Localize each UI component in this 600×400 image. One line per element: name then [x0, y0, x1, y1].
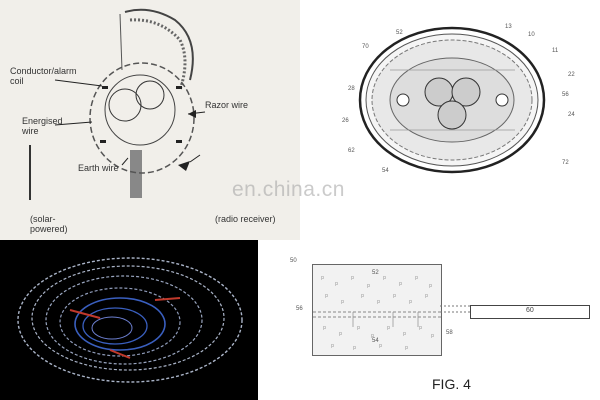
razor-wire-diagram: Conductor/alarm coil Energised wire Razo… — [0, 0, 300, 240]
svg-text:p: p — [429, 283, 432, 289]
svg-text:p: p — [341, 299, 344, 305]
cable-cross-section-drawing — [358, 26, 546, 174]
ref-72: 72 — [562, 160, 569, 166]
svg-text:p: p — [419, 325, 422, 331]
svg-text:p: p — [321, 275, 324, 281]
svg-text:p: p — [371, 333, 374, 339]
watermark: en.china.cn — [232, 178, 345, 201]
svg-text:p: p — [415, 275, 418, 281]
svg-text:p: p — [399, 281, 402, 287]
ref-50: 50 — [290, 258, 297, 264]
label-conductor-coil: Conductor/alarm coil — [10, 66, 77, 86]
ref-26: 26 — [342, 118, 349, 124]
svg-text:p: p — [335, 281, 338, 287]
svg-text:p: p — [367, 283, 370, 289]
svg-text:p: p — [425, 293, 428, 299]
svg-text:p: p — [331, 343, 334, 349]
svg-text:p: p — [383, 275, 386, 281]
svg-text:p: p — [379, 343, 382, 349]
label-energised-wire: Energised wire — [22, 116, 63, 136]
svg-text:p: p — [353, 345, 356, 351]
ref-56: 56 — [562, 92, 569, 98]
ref-11: 11 — [552, 48, 559, 54]
fig4-caption: FIG. 4 — [432, 376, 471, 392]
svg-text:p: p — [351, 275, 354, 281]
label-earth-wire: Earth wire — [78, 163, 119, 173]
ref-52: 52 — [396, 30, 403, 36]
svg-text:p: p — [387, 325, 390, 331]
ref-58: 58 — [446, 330, 453, 336]
svg-text:p: p — [361, 293, 364, 299]
label-radio-receiver: (radio receiver) — [215, 214, 276, 224]
razor-wire-drawing — [29, 8, 206, 200]
svg-text:p: p — [325, 293, 328, 299]
ref-56b: 56 — [296, 306, 303, 312]
ref-54b: 54 — [372, 338, 379, 344]
ref-52b: 52 — [372, 270, 379, 276]
fig4-arrows — [440, 305, 470, 313]
svg-text:p: p — [323, 325, 326, 331]
ref-10: 10 — [528, 32, 535, 38]
svg-text:p: p — [393, 293, 396, 299]
ref-54: 54 — [382, 168, 389, 174]
svg-text:p: p — [431, 333, 434, 339]
razor-wire-photo — [0, 240, 258, 400]
svg-text:p: p — [339, 331, 342, 337]
ref-62: 62 — [348, 148, 355, 154]
ref-24: 24 — [568, 112, 575, 118]
svg-text:p: p — [409, 299, 412, 305]
ref-60: 60 — [526, 307, 534, 314]
cable-cross-section-diagram: 13 52 10 11 70 22 28 56 26 24 62 72 54 — [300, 0, 600, 190]
svg-text:p: p — [377, 299, 380, 305]
ref-13: 13 — [505, 24, 512, 30]
label-solar-powered: (solar- powered) — [30, 214, 68, 234]
label-razor-wire: Razor wire — [205, 100, 249, 110]
ref-28: 28 — [348, 86, 355, 92]
svg-text:p: p — [357, 325, 360, 331]
svg-text:p: p — [405, 345, 408, 351]
svg-text:p: p — [403, 331, 406, 337]
ref-70: 70 — [362, 44, 369, 50]
ref-22: 22 — [568, 72, 575, 78]
razor-wire-render — [17, 257, 243, 383]
fig4-insert-bar: 60 — [470, 305, 590, 319]
